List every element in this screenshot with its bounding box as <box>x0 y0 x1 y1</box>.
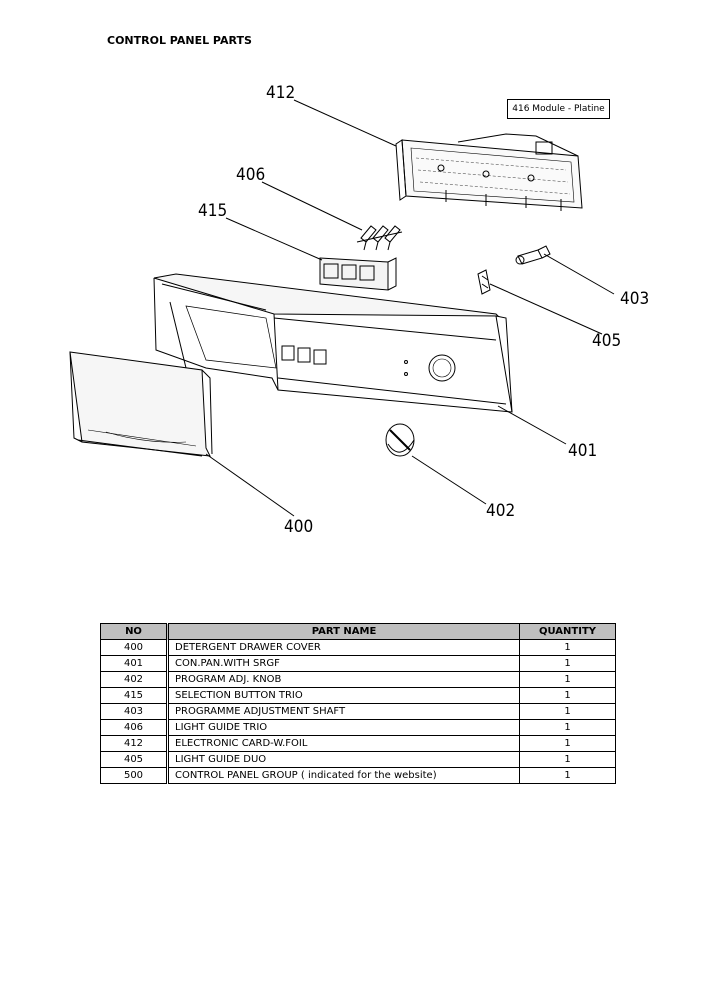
header-part-name: PART NAME <box>166 623 520 640</box>
programme-shaft-drawing <box>515 245 551 265</box>
row-part-name: PROGRAMME ADJUSTMENT SHAFT <box>166 703 520 720</box>
row-part-name: LIGHT GUIDE TRIO <box>166 719 520 736</box>
parts-table: NO PART NAME QUANTITY 400 DETERGENT DRAW… <box>100 623 616 784</box>
electronic-card-drawing <box>395 133 583 211</box>
row-no: 406 <box>100 719 168 736</box>
header-quantity: QUANTITY <box>519 623 616 640</box>
row-part-name: CON.PAN.WITH SRGF <box>166 655 520 672</box>
selection-button-trio-drawing <box>319 257 397 291</box>
callout-400: 400 <box>284 517 313 537</box>
table-row: 401 CON.PAN.WITH SRGF 1 <box>100 655 616 672</box>
row-part-name: DETERGENT DRAWER COVER <box>166 639 520 656</box>
callout-402: 402 <box>486 501 515 521</box>
row-quantity: 1 <box>519 735 616 752</box>
callout-403: 403 <box>620 289 649 309</box>
table-row: 500 CONTROL PANEL GROUP ( indicated for … <box>100 767 616 784</box>
row-no: 400 <box>100 639 168 656</box>
row-quantity: 1 <box>519 655 616 672</box>
table-row: 403 PROGRAMME ADJUSTMENT SHAFT 1 <box>100 703 616 720</box>
program-knob-drawing <box>385 423 415 457</box>
row-quantity: 1 <box>519 687 616 704</box>
row-quantity: 1 <box>519 639 616 656</box>
callout-415: 415 <box>198 201 227 221</box>
row-quantity: 1 <box>519 751 616 768</box>
row-no: 401 <box>100 655 168 672</box>
table-row: 415 SELECTION BUTTON TRIO 1 <box>100 687 616 704</box>
table-row: 402 PROGRAM ADJ. KNOB 1 <box>100 671 616 688</box>
row-quantity: 1 <box>519 767 616 784</box>
module-label-box: 416 Module - Platine <box>507 99 610 119</box>
row-no: 500 <box>100 767 168 784</box>
row-part-name: CONTROL PANEL GROUP ( indicated for the … <box>166 767 520 784</box>
row-part-name: LIGHT GUIDE DUO <box>166 751 520 768</box>
callout-412: 412 <box>266 83 295 103</box>
row-no: 405 <box>100 751 168 768</box>
row-quantity: 1 <box>519 671 616 688</box>
light-guide-trio-drawing <box>356 225 403 251</box>
row-part-name: PROGRAM ADJ. KNOB <box>166 671 520 688</box>
row-no: 402 <box>100 671 168 688</box>
drawer-cover-drawing <box>69 351 213 457</box>
row-no: 412 <box>100 735 168 752</box>
callout-405: 405 <box>592 331 621 351</box>
row-no: 403 <box>100 703 168 720</box>
callout-406: 406 <box>236 165 265 185</box>
exploded-diagram: 412 406 415 403 405 401 402 400 <box>66 78 660 540</box>
callout-401: 401 <box>568 441 597 461</box>
table-row: 405 LIGHT GUIDE DUO 1 <box>100 751 616 768</box>
table-row: 400 DETERGENT DRAWER COVER 1 <box>100 639 616 656</box>
row-part-name: SELECTION BUTTON TRIO <box>166 687 520 704</box>
table-header-row: NO PART NAME QUANTITY <box>100 623 616 640</box>
row-no: 415 <box>100 687 168 704</box>
row-quantity: 1 <box>519 703 616 720</box>
control-panel-drawing <box>153 273 513 413</box>
table-row: 412 ELECTRONIC CARD-W.FOIL 1 <box>100 735 616 752</box>
page-title: CONTROL PANEL PARTS <box>107 34 252 47</box>
row-part-name: ELECTRONIC CARD-W.FOIL <box>166 735 520 752</box>
row-quantity: 1 <box>519 719 616 736</box>
header-no: NO <box>100 623 168 640</box>
light-guide-duo-drawing <box>477 269 491 295</box>
table-row: 406 LIGHT GUIDE TRIO 1 <box>100 719 616 736</box>
